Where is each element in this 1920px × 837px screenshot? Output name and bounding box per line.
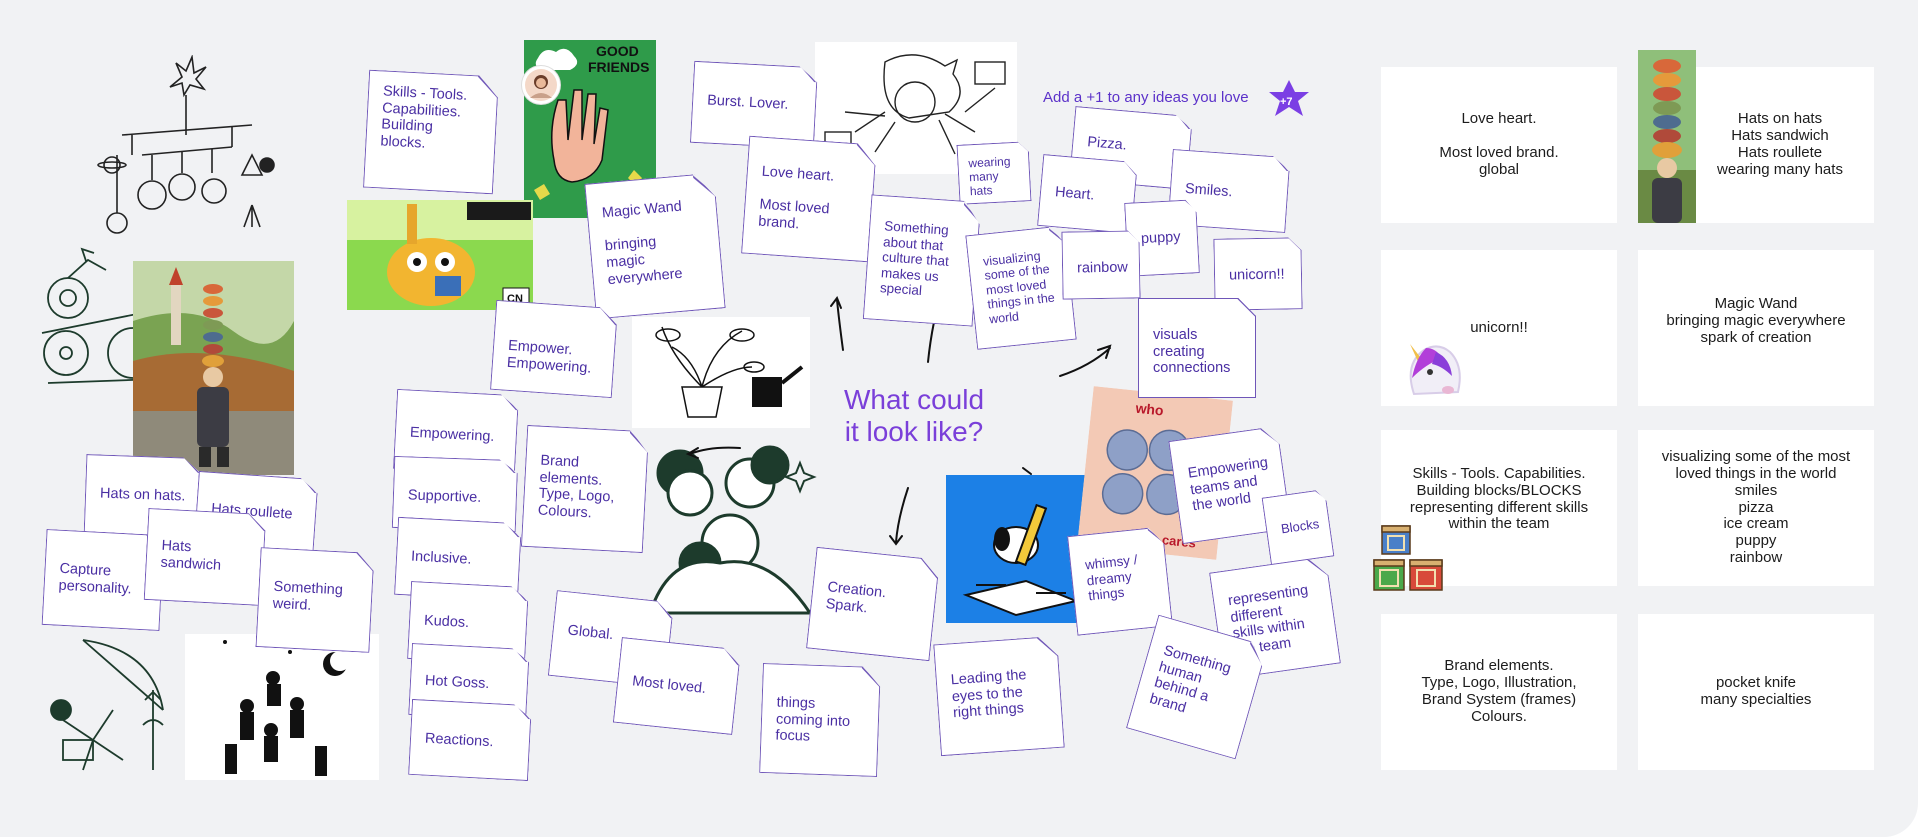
good-friends-title-line2: FRIENDS: [588, 59, 649, 75]
summary-card-pocket-knife[interactable]: pocket knife many specialties: [1638, 614, 1874, 770]
plus-one-star-badge[interactable]: +7: [1267, 78, 1311, 122]
sticky-note-visuals[interactable]: visuals creating connections: [1138, 298, 1256, 398]
sticky-note-weird[interactable]: Something weird.: [255, 547, 374, 653]
sticky-note-whimsy[interactable]: whimsy / dreamy things: [1067, 526, 1173, 635]
plant-watering-can-illustration[interactable]: [632, 317, 810, 428]
sticky-note-leading[interactable]: Leading the eyes to the right things: [933, 636, 1065, 756]
plus-badge-text: +7: [1280, 96, 1293, 108]
commenter-avatar[interactable]: [522, 66, 560, 104]
summary-card-visualizing[interactable]: visualizing some of the most loved thing…: [1638, 430, 1874, 586]
sticky-note-empower[interactable]: Empower. Empowering.: [490, 300, 618, 398]
sticky-note-hats-sandwich[interactable]: Hats sandwich: [144, 508, 267, 606]
hats-tower-collage[interactable]: [133, 261, 294, 475]
sticky-note-magic-wand[interactable]: Magic Wand bringing magic everywhere: [584, 173, 725, 320]
people-tower-illustration[interactable]: [185, 634, 379, 780]
user-avatar-icon: [525, 69, 557, 101]
archer-doodle[interactable]: [43, 630, 183, 780]
hats-tower-thumbnail[interactable]: [1638, 50, 1696, 223]
sticky-note-skills[interactable]: Skills - Tools. Capabilities. Building b…: [363, 70, 499, 195]
sticky-note-focus[interactable]: things coming into focus: [759, 663, 881, 777]
sticky-note-culture[interactable]: Something about that culture that makes …: [863, 194, 981, 326]
sticky-note-brand-elements[interactable]: Brand elements. Type, Logo, Colours.: [521, 425, 649, 553]
summary-card-love-heart[interactable]: Love heart. Most loved brand. global: [1381, 67, 1617, 223]
sticky-note-heart[interactable]: Heart.: [1037, 154, 1138, 234]
penny-farthing-doodle[interactable]: [38, 243, 168, 393]
sticky-note-reactions[interactable]: Reactions.: [408, 699, 532, 781]
who-text: who: [1134, 400, 1165, 419]
good-friends-title-line1: GOOD: [596, 43, 639, 59]
sticky-note-blocks[interactable]: Blocks: [1262, 489, 1335, 565]
summary-card-brand-elements[interactable]: Brand elements. Type, Logo, Illustration…: [1381, 614, 1617, 770]
sticky-note-wearing-hats[interactable]: wearing many hats: [956, 141, 1031, 205]
summary-card-magic-wand[interactable]: Magic Wand bringing magic everywhere spa…: [1638, 250, 1874, 406]
hug-group-illustration[interactable]: [640, 443, 820, 618]
mobile-doodle-illustration[interactable]: [82, 55, 292, 240]
sticky-note-burst-lover[interactable]: Burst. Lover.: [690, 61, 818, 149]
summary-card-skills[interactable]: Skills - Tools. Capabilities. Building b…: [1381, 430, 1617, 586]
sticky-note-most-loved[interactable]: Most loved.: [613, 637, 741, 735]
sticky-note-rainbow[interactable]: rainbow: [1061, 230, 1140, 299]
center-question-title[interactable]: What could it look like?: [843, 384, 985, 448]
sticky-note-love-heart[interactable]: Love heart. Most loved brand.: [741, 136, 877, 263]
sticky-note-visualizing[interactable]: visualizing some of the most loved thing…: [965, 225, 1076, 350]
building-blocks-icon: [1373, 525, 1443, 591]
unicorn-emoji-icon: [1409, 344, 1461, 396]
jake-cartoon-screenshot[interactable]: CN: [347, 200, 533, 310]
sticky-note-creation[interactable]: Creation. Spark.: [806, 547, 940, 661]
plus-one-hint: Add a +1 to any ideas you love: [1043, 89, 1249, 106]
